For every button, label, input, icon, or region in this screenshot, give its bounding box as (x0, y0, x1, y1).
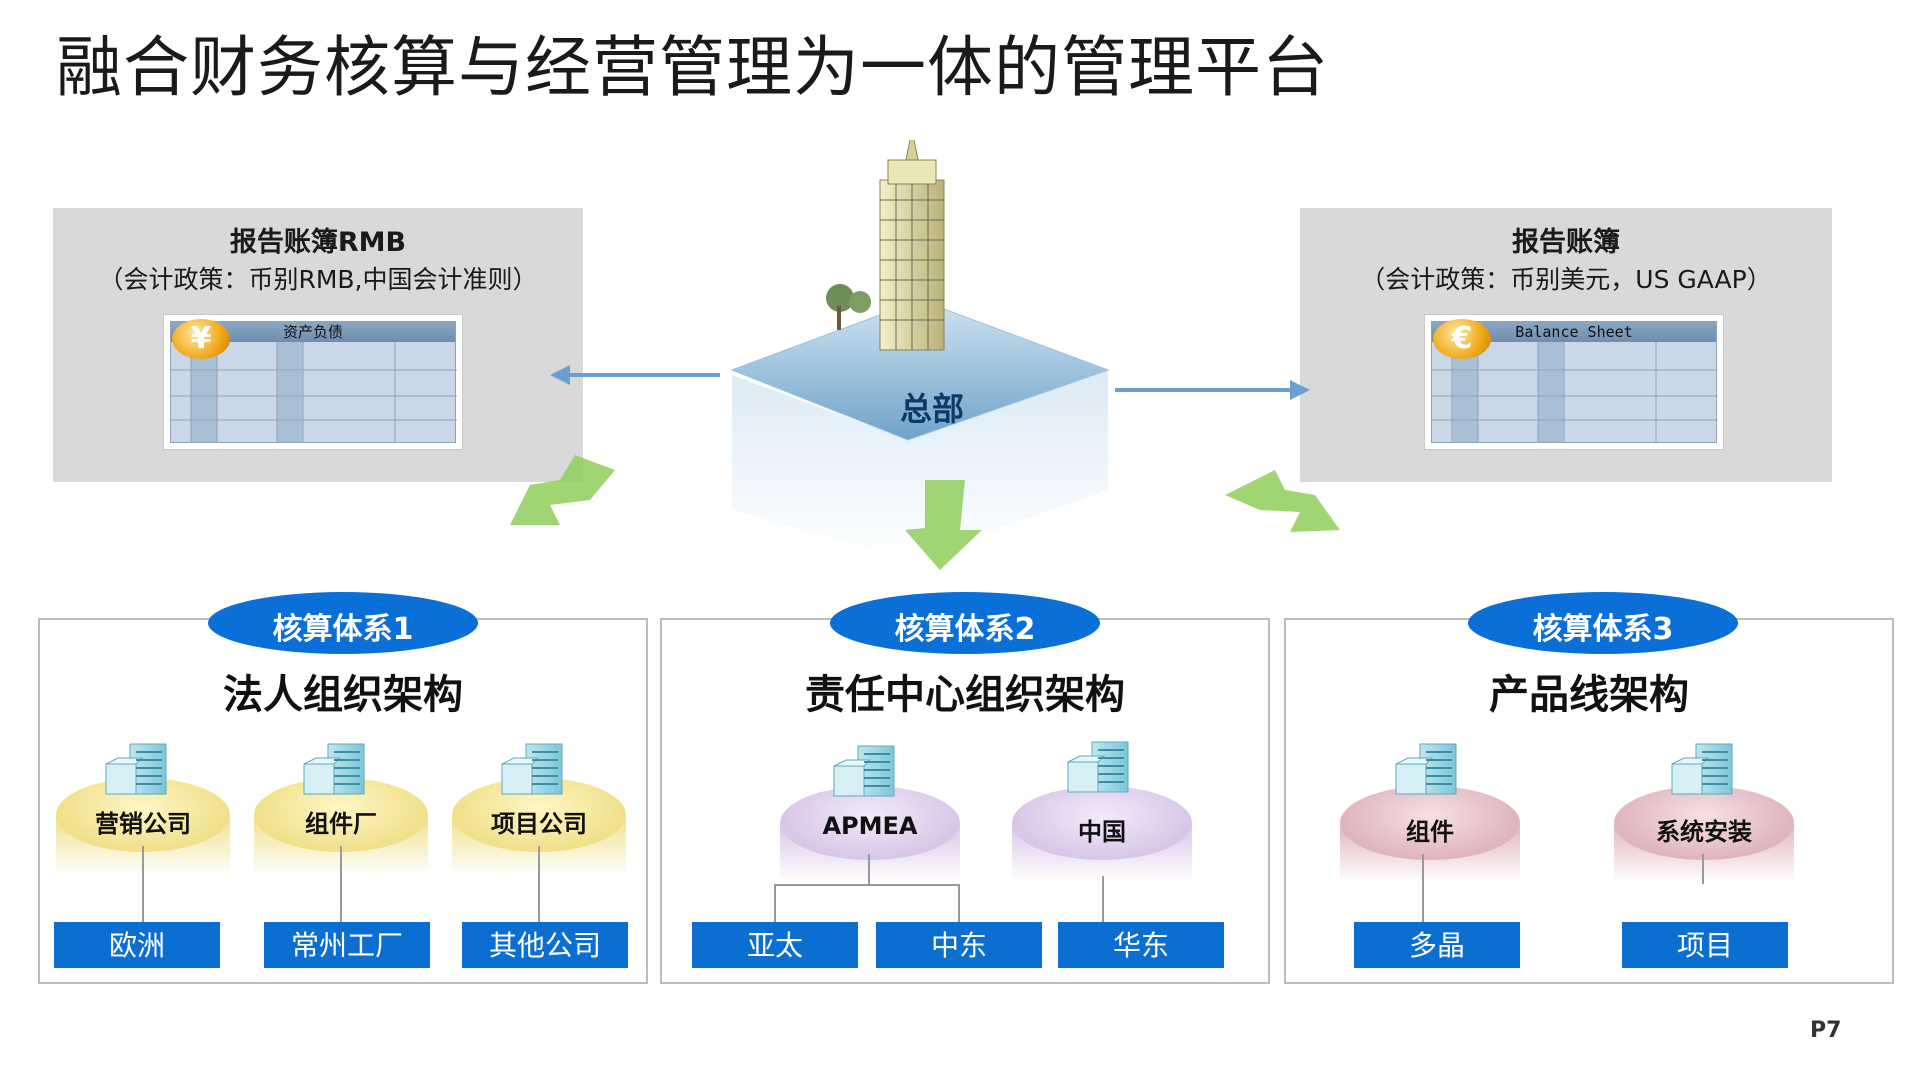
leaf-3-2: 项目 (1622, 922, 1788, 968)
left-book-subtitle: （会计政策：币别RMB,中国会计准则） (98, 265, 538, 294)
node-label: 营销公司 (95, 810, 191, 838)
left-blue-arrow-icon (550, 365, 720, 385)
right-book-title: 报告账簿 (1512, 227, 1620, 258)
building-icon (105, 743, 167, 795)
node-label: 中国 (1078, 818, 1126, 846)
down-arrow-icon (905, 480, 982, 570)
building-icon (1671, 743, 1733, 795)
connector-line (774, 884, 960, 886)
connector-line (1422, 854, 1424, 924)
accounting-panel-2: 核算体系2 责任中心组织架构 APMEA 中国 亚太 中东 华东 (660, 592, 1270, 984)
node-3-2: 系统安装 (1614, 786, 1794, 886)
panel-2-heading: 责任中心组织架构 (805, 672, 1125, 718)
panel-2-oval: 核算体系2 (830, 592, 1100, 654)
left-book-title: 报告账簿RMB (229, 227, 407, 258)
right-sheet-grid (1432, 342, 1718, 442)
leaf-2-1: 亚太 (692, 922, 858, 968)
accounting-panel-1: 核算体系1 法人组织架构 营销公司 组件厂 项目公司 欧洲 常州工厂 其他公司 (38, 592, 648, 984)
left-sheet-label: 资产负债 (171, 322, 455, 342)
panel-1-oval: 核算体系1 (208, 592, 478, 654)
connector-line (958, 884, 960, 924)
node-3-1: 组件 (1340, 786, 1520, 886)
left-green-arrow-icon (510, 455, 615, 525)
panel-3-heading: 产品线架构 (1489, 672, 1689, 718)
node-label: APMEA (822, 812, 918, 840)
leaf-1-1: 欧洲 (54, 922, 220, 968)
yuan-coin-icon: ¥ (172, 319, 230, 359)
node-label: 组件 (1406, 818, 1454, 846)
node-label: 组件厂 (305, 810, 377, 838)
right-balance-sheet: Balance Sheet € (1424, 314, 1724, 450)
leaf-2-3: 华东 (1058, 922, 1224, 968)
connector-line (1102, 876, 1104, 924)
left-report-book: 报告账簿RMB （会计政策：币别RMB,中国会计准则） 资产负债 ¥ (53, 208, 583, 482)
connector-line (142, 846, 144, 926)
panel-3-oval: 核算体系3 (1468, 592, 1738, 654)
right-sheet-label: Balance Sheet (1432, 322, 1716, 342)
connector-line (774, 884, 776, 924)
right-book-subtitle: （会计政策：币别美元，US GAAP） (1360, 265, 1772, 294)
panel-1-heading: 法人组织架构 (223, 672, 463, 718)
node-label: 系统安装 (1656, 818, 1752, 846)
right-report-book: 报告账簿 （会计政策：币别美元，US GAAP） Balance Sheet € (1300, 208, 1832, 482)
connector-line (538, 846, 540, 926)
leaf-1-2: 常州工厂 (264, 922, 430, 968)
connector-line (868, 854, 870, 884)
node-label: 项目公司 (491, 810, 587, 838)
building-icon (1067, 741, 1129, 793)
building-icon (1395, 743, 1457, 795)
connector-line (1702, 854, 1704, 884)
left-sheet-grid (171, 342, 457, 442)
hq-label: 总部 (899, 390, 964, 428)
leaf-2-2: 中东 (876, 922, 1042, 968)
leaf-3-1: 多晶 (1354, 922, 1520, 968)
connector-line (340, 846, 342, 926)
building-icon (833, 745, 895, 797)
euro-coin-icon: € (1433, 319, 1491, 359)
building-icon (303, 743, 365, 795)
leaf-1-3: 其他公司 (462, 922, 628, 968)
node-2-2: 中国 (1012, 786, 1192, 886)
page-title: 融合财务核算与经营管理为一体的管理平台 (56, 29, 1329, 106)
building-icon (501, 743, 563, 795)
page-number: P7 (1810, 1018, 1842, 1043)
headquarters-graphic (730, 140, 1110, 570)
accounting-panel-3: 核算体系3 产品线架构 组件 系统安装 多晶 项目 (1284, 592, 1894, 984)
right-green-arrow-icon (1225, 470, 1340, 532)
left-balance-sheet: 资产负债 ¥ (163, 314, 463, 450)
node-2-1: APMEA (780, 786, 960, 886)
right-blue-arrow-icon (1115, 380, 1310, 400)
